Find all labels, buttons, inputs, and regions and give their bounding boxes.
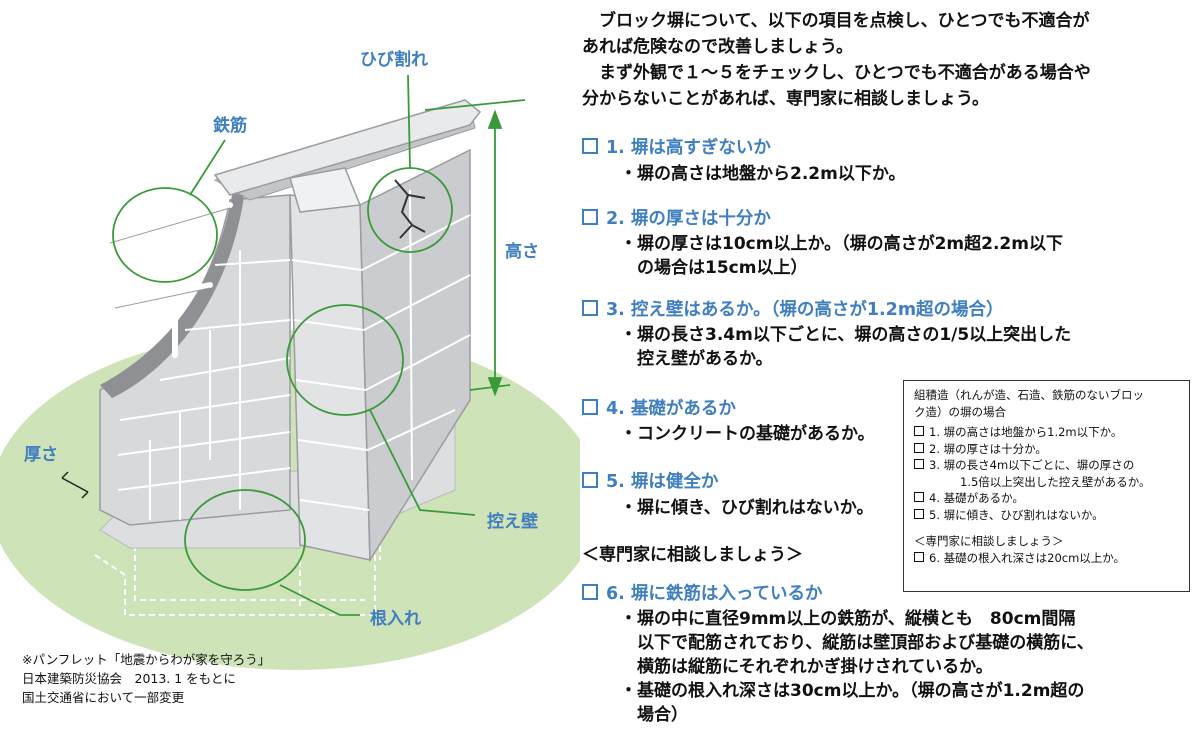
- source-note: ※パンフレット「地震からわが家を守ろう」 日本建築防災協会 2013. 1 をも…: [22, 652, 271, 705]
- check-1-body: ・塀の高さは地盤から2.2m以下か。: [620, 164, 906, 184]
- leader-lines: [189, 74, 526, 616]
- checkbox-icon: [914, 551, 924, 562]
- check-5-body: ・塀に傾き、ひび割れはないか。: [620, 498, 874, 518]
- wall-block-lines: [117, 250, 291, 520]
- thickness-arrow: [61, 471, 89, 499]
- block-wall-diagram: [0, 74, 580, 670]
- check-2-body: ・塀の厚さは10cm以上か。（塀の高さが2m超2.2m以下 の場合は15cm以上…: [620, 234, 1063, 278]
- sidebox-item-3: 3. 塀の長さ4m以下ごとに、塀の厚さの: [914, 457, 1183, 474]
- sidebox-item-3-cont: 1.5倍以上突出した控え壁があるか。: [960, 474, 1151, 489]
- label-height: 高さ: [505, 242, 539, 262]
- buttress-side: [359, 148, 471, 563]
- wall-cut-edge: [100, 190, 245, 398]
- crack-line: [394, 179, 426, 239]
- check-5-title: 5. 塀は健全か: [582, 468, 718, 493]
- sidebox-item-6: 6. 基礎の根入れ深さは20cm以上か。: [914, 550, 1183, 567]
- checkbox-icon: [914, 492, 924, 502]
- cap-top: [213, 99, 482, 196]
- checkbox-icon: [582, 138, 598, 154]
- buttress-block-lines: [291, 189, 471, 511]
- label-thickness: 厚さ: [24, 445, 58, 465]
- rebar-outlines: [109, 207, 231, 309]
- check-4-body: ・コンクリートの基礎があるか。: [620, 424, 875, 444]
- intro-text: ブロック塀について、以下の項目を点検し、ひとつでも不適合が あれば危険なので改善…: [582, 11, 1091, 109]
- check-6-title: 6. 塀に鉄筋は入っているか: [582, 580, 823, 605]
- checkbox-icon: [914, 459, 924, 469]
- sidebox-item-1: 1. 塀の高さは地盤から1.2m以下か。: [914, 424, 1183, 441]
- buttress-cap: [289, 167, 362, 213]
- checkbox-icon: [914, 426, 924, 436]
- checkbox-icon: [914, 508, 924, 519]
- checkbox-icon: [582, 300, 598, 316]
- label-embedment: 根入れ: [370, 609, 421, 629]
- consult-heading: ＜専門家に相談しましょう＞: [582, 545, 803, 565]
- check-3-body: ・塀の長さ3.4m以下ごとに、塀の高さの1/5以上突出した 控え壁があるか。: [620, 325, 1072, 369]
- check-6-body: ・塀の中に直径9mm以上の鉄筋が、縦横とも 80cm間隔 以下で配筋されており、…: [620, 609, 1094, 725]
- label-crack: ひび割れ: [360, 50, 428, 70]
- check-1-title: 1. 塀は高すぎないか: [582, 134, 771, 159]
- checkbox-icon: [582, 472, 598, 488]
- sidebox-item-5: 5. 塀に傾き、ひび割れはないか。: [914, 507, 1183, 524]
- check-4-title: 4. 基礎があるか: [582, 395, 736, 420]
- sidebox-item-4: 4. 基礎があるか。: [914, 490, 1183, 507]
- sidebox-consult: ＜専門家に相談しましょう＞: [914, 534, 1064, 548]
- label-rebar: 鉄筋: [213, 116, 247, 136]
- checkbox-icon: [914, 442, 924, 453]
- sidebox-item-2: 2. 塀の厚さは十分か。: [914, 441, 1183, 458]
- checkbox-icon: [582, 209, 598, 225]
- height-arrow: [487, 109, 503, 397]
- checkbox-icon: [582, 399, 598, 415]
- label-buttress: 控え壁: [487, 512, 538, 532]
- check-3-title: 3. 控え壁はあるか。（塀の高さが1.2m超の場合）: [582, 296, 1004, 321]
- check-2-title: 2. 塀の厚さは十分か: [582, 205, 771, 230]
- masonry-wall-box: 組積造（れんが造、石造、鉄筋のないブロッ ク造）の塀の場合 1. 塀の高さは地盤…: [903, 380, 1190, 592]
- checkbox-icon: [582, 584, 598, 600]
